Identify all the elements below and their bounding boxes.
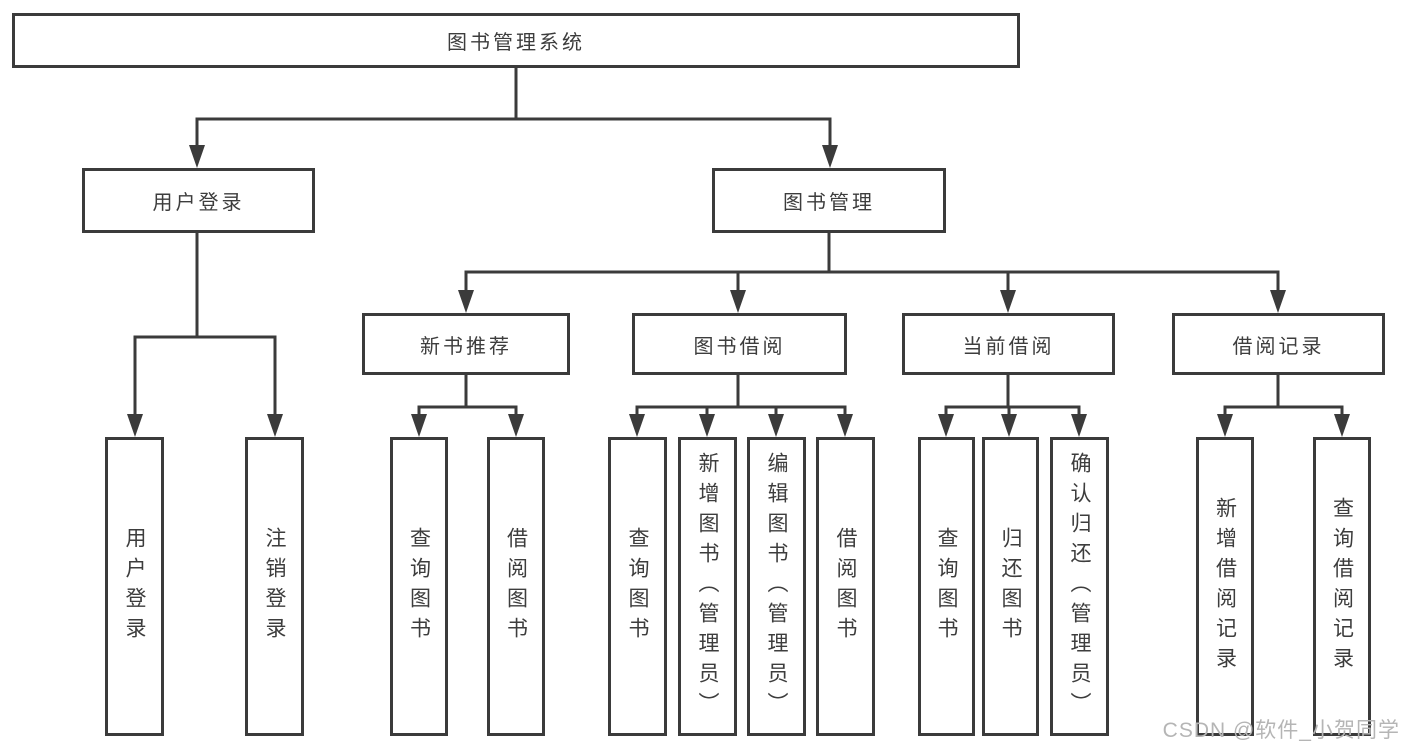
leaf-query-books-recommend: 查询图书	[390, 437, 448, 736]
node-current-borrowing: 当前借阅	[902, 313, 1115, 375]
node-label: 图书借阅	[693, 335, 786, 358]
leaf-query-books-borrowing: 查询图书	[608, 437, 667, 736]
leaf-label: 新增借阅记录	[1213, 496, 1237, 677]
connector-book-management-to-level3	[458, 231, 1286, 313]
node-borrowing-records: 借阅记录	[1172, 313, 1385, 375]
leaf-label: 借阅图书	[504, 526, 528, 647]
leaf-label: 新增图书（管理员）	[696, 451, 719, 722]
leaf-label: 确认归还（管理员）	[1068, 451, 1091, 722]
leaf-label: 注销登录	[263, 526, 286, 647]
leaf-label: 查询借阅记录	[1330, 496, 1354, 677]
leaf-borrow-books-borrowing: 借阅图书	[816, 437, 875, 736]
leaf-edit-books-admin: 编辑图书（管理员）	[747, 437, 806, 736]
node-library-management-system: 图书管理系统	[12, 13, 1020, 68]
node-label: 用户登录	[152, 192, 245, 214]
leaf-logout: 注销登录	[245, 437, 304, 736]
leaf-return-books: 归还图书	[982, 437, 1039, 736]
connector-recommendation-to-leaves	[411, 373, 524, 437]
leaf-confirm-return-admin: 确认归还（管理员）	[1050, 437, 1109, 736]
leaf-borrow-books-recommend: 借阅图书	[487, 437, 545, 736]
connector-borrowing-to-leaves	[629, 373, 853, 437]
connector-current-to-leaves	[938, 373, 1087, 437]
node-book-borrowing: 图书借阅	[632, 313, 847, 375]
leaf-add-borrow-record: 新增借阅记录	[1196, 437, 1254, 736]
node-label: 新书推荐	[420, 335, 512, 358]
leaf-label: 用户登录	[123, 526, 146, 647]
connector-user-login-to-leaves	[127, 231, 283, 437]
leaf-query-borrow-record: 查询借阅记录	[1313, 437, 1371, 736]
node-label: 借阅记录	[1232, 335, 1325, 358]
node-label: 当前借阅	[962, 335, 1055, 358]
connector-records-to-leaves	[1217, 373, 1350, 437]
node-label: 图书管理系统	[447, 32, 585, 54]
node-new-book-recommendation: 新书推荐	[362, 313, 570, 375]
leaf-label: 查询图书	[626, 526, 649, 647]
leaf-label: 查询图书	[935, 526, 958, 647]
node-label: 图书管理	[783, 192, 875, 214]
csdn-watermark: CSDN @软件_小贺同学	[1162, 719, 1400, 742]
leaf-user-login: 用户登录	[105, 437, 164, 736]
leaf-label: 编辑图书（管理员）	[765, 451, 788, 722]
leaf-label: 归还图书	[999, 526, 1022, 647]
connector-root-to-level2	[189, 66, 838, 168]
leaf-label: 查询图书	[407, 526, 431, 647]
leaf-label: 借阅图书	[834, 526, 857, 647]
leaf-query-books-current: 查询图书	[918, 437, 975, 736]
leaf-add-books-admin: 新增图书（管理员）	[678, 437, 737, 736]
node-book-management: 图书管理	[712, 168, 946, 233]
node-user-login: 用户登录	[82, 168, 315, 233]
